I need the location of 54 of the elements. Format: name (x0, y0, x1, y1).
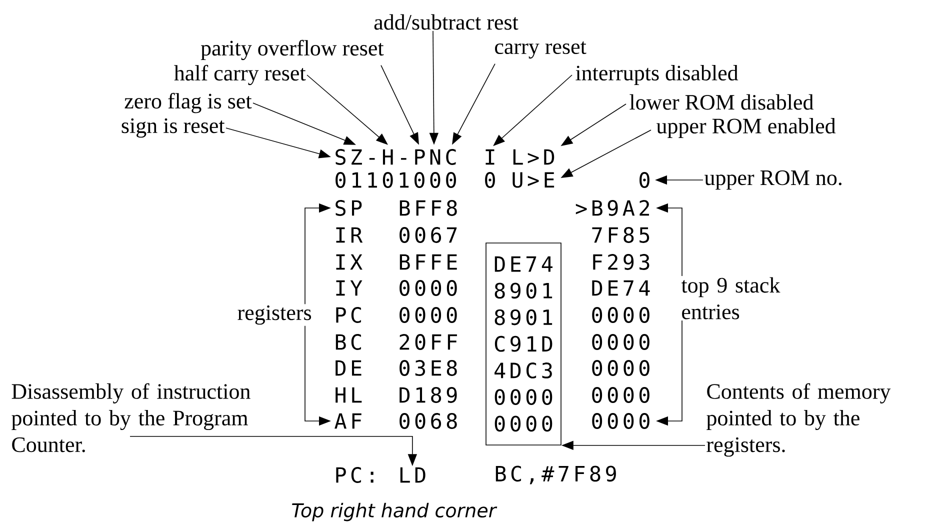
screen-text: AF (334, 413, 362, 429)
annotation-text: add/subtract rest (374, 14, 518, 30)
annotation-text: Contents of memory pointed to by the registers. (706, 383, 891, 457)
screen-text: 0000 (592, 307, 650, 323)
caption: Top right hand corner (292, 502, 498, 522)
screen-text: F293 (593, 254, 650, 270)
annotation-text: parity overflow reset (200, 40, 384, 60)
screen-text: SP (336, 200, 362, 216)
screen-text: 0068 (400, 413, 457, 429)
screen-text: 7F85 (592, 227, 650, 243)
screen-text: PC (336, 307, 361, 323)
annotation-text: top 9 stack entries (681, 277, 780, 320)
screen-text: 0 (485, 172, 495, 188)
screen-text: 01101000 (336, 172, 456, 188)
annotation-text: upper ROM no. (704, 170, 842, 190)
screen-text: IY (336, 280, 362, 296)
flag-text: U>E (512, 172, 554, 188)
screen-text: BC,#7F89 (496, 466, 616, 484)
annotation-text: interrupts disabled (576, 65, 738, 85)
flag-text: SZ-H-PNC (336, 149, 456, 165)
screen-text: D189 (400, 387, 457, 403)
annotation-text: sign is reset (122, 118, 225, 138)
screen-text: PC: (336, 467, 374, 483)
annotation-text: lower ROM disabled (630, 94, 814, 110)
screen-text: 0000 (400, 280, 457, 296)
screen-text: 20FF (400, 334, 457, 350)
screen-text: IX (336, 254, 362, 270)
screen-text: 0067 (400, 227, 457, 243)
screen-text: DE74 (592, 280, 650, 296)
screen-text: BFFE (400, 254, 457, 270)
screen-text: 0000 (592, 360, 650, 376)
annotation-text: Disassembly of instruction pointed to by the Program Counter. (12, 383, 250, 452)
screen-text: 03E8 (400, 360, 457, 376)
annotation-text: carry reset (495, 41, 586, 59)
annotation-text: half carry reset (174, 64, 306, 86)
leader-arrow (306, 74, 388, 145)
screen-text: DE (336, 360, 362, 376)
memory-box: DE74 8901 8901 C91D 4DC3 0000 0000 (486, 242, 562, 446)
screen-text: >B9A2 (576, 200, 649, 216)
screen-text: BFF8 (400, 200, 457, 216)
screen-text: 0000 (592, 334, 650, 350)
flag-text: I (486, 149, 494, 165)
screen-text: LD (400, 467, 426, 483)
screen-text: 0000 (592, 387, 650, 403)
annotation-text: zero flag is set (124, 92, 252, 114)
screen-text: 0000 (400, 307, 457, 323)
screen-text: IR (336, 227, 363, 243)
flag-text: L>D (513, 149, 554, 165)
screen-text: BC (336, 334, 361, 350)
annotation-text: upper ROM enabled (656, 118, 836, 138)
screen-text: HL (336, 387, 362, 403)
annotation-text: registers (238, 305, 312, 325)
screen-text: 0 (640, 172, 650, 188)
screen-text: 0000 (592, 413, 650, 429)
